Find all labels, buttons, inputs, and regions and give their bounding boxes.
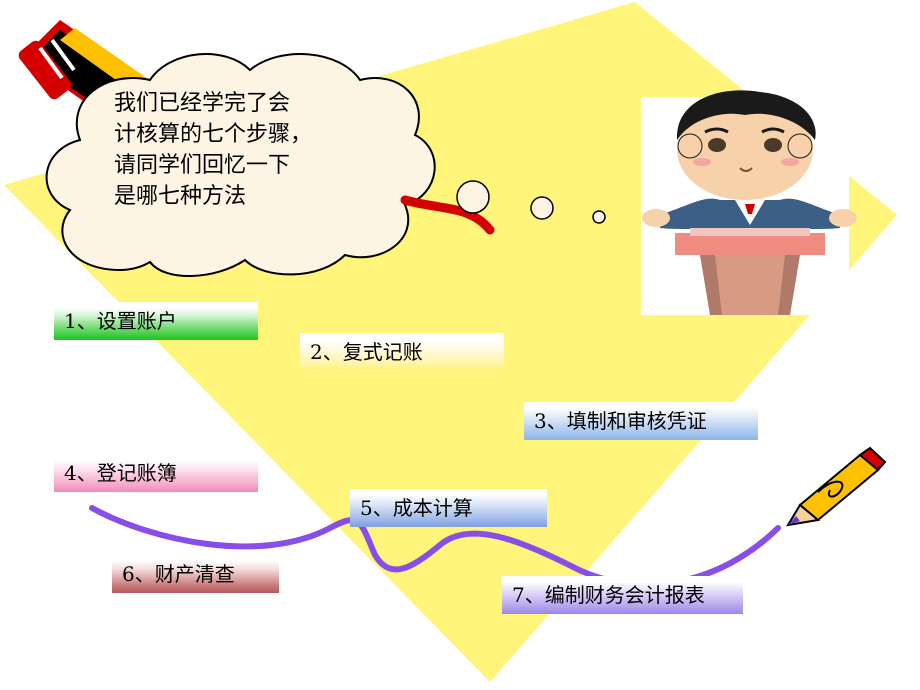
bubble-line-4: 是哪七种方法	[114, 184, 247, 209]
teacher-illustration	[641, 90, 857, 315]
step-set-accounts[interactable]: 1、设置账户	[54, 302, 258, 340]
pencil-bottomright-icon	[786, 446, 887, 527]
step-ledgers[interactable]: 4、登记账簿	[54, 454, 258, 492]
thought-cloud-shape	[45, 53, 606, 278]
bubble-line-2: 计核算的七个步骤，	[114, 122, 313, 147]
bubble-line-3: 请同学们回忆一下	[114, 153, 291, 178]
thought-bubble-text: 我们已经学完了会 计核算的七个步骤， 请同学们回忆一下 是哪七种方法	[114, 88, 364, 212]
bubble-line-1: 我们已经学完了会	[114, 91, 291, 116]
step-property-inventory[interactable]: 6、财产清查	[112, 555, 279, 593]
step-cost-calculation[interactable]: 5、成本计算	[350, 489, 547, 527]
step-double-entry[interactable]: 2、复式记账	[300, 333, 504, 371]
step-vouchers[interactable]: 3、填制和审核凭证	[524, 402, 758, 440]
step-financial-statements[interactable]: 7、编制财务会计报表	[502, 576, 743, 614]
